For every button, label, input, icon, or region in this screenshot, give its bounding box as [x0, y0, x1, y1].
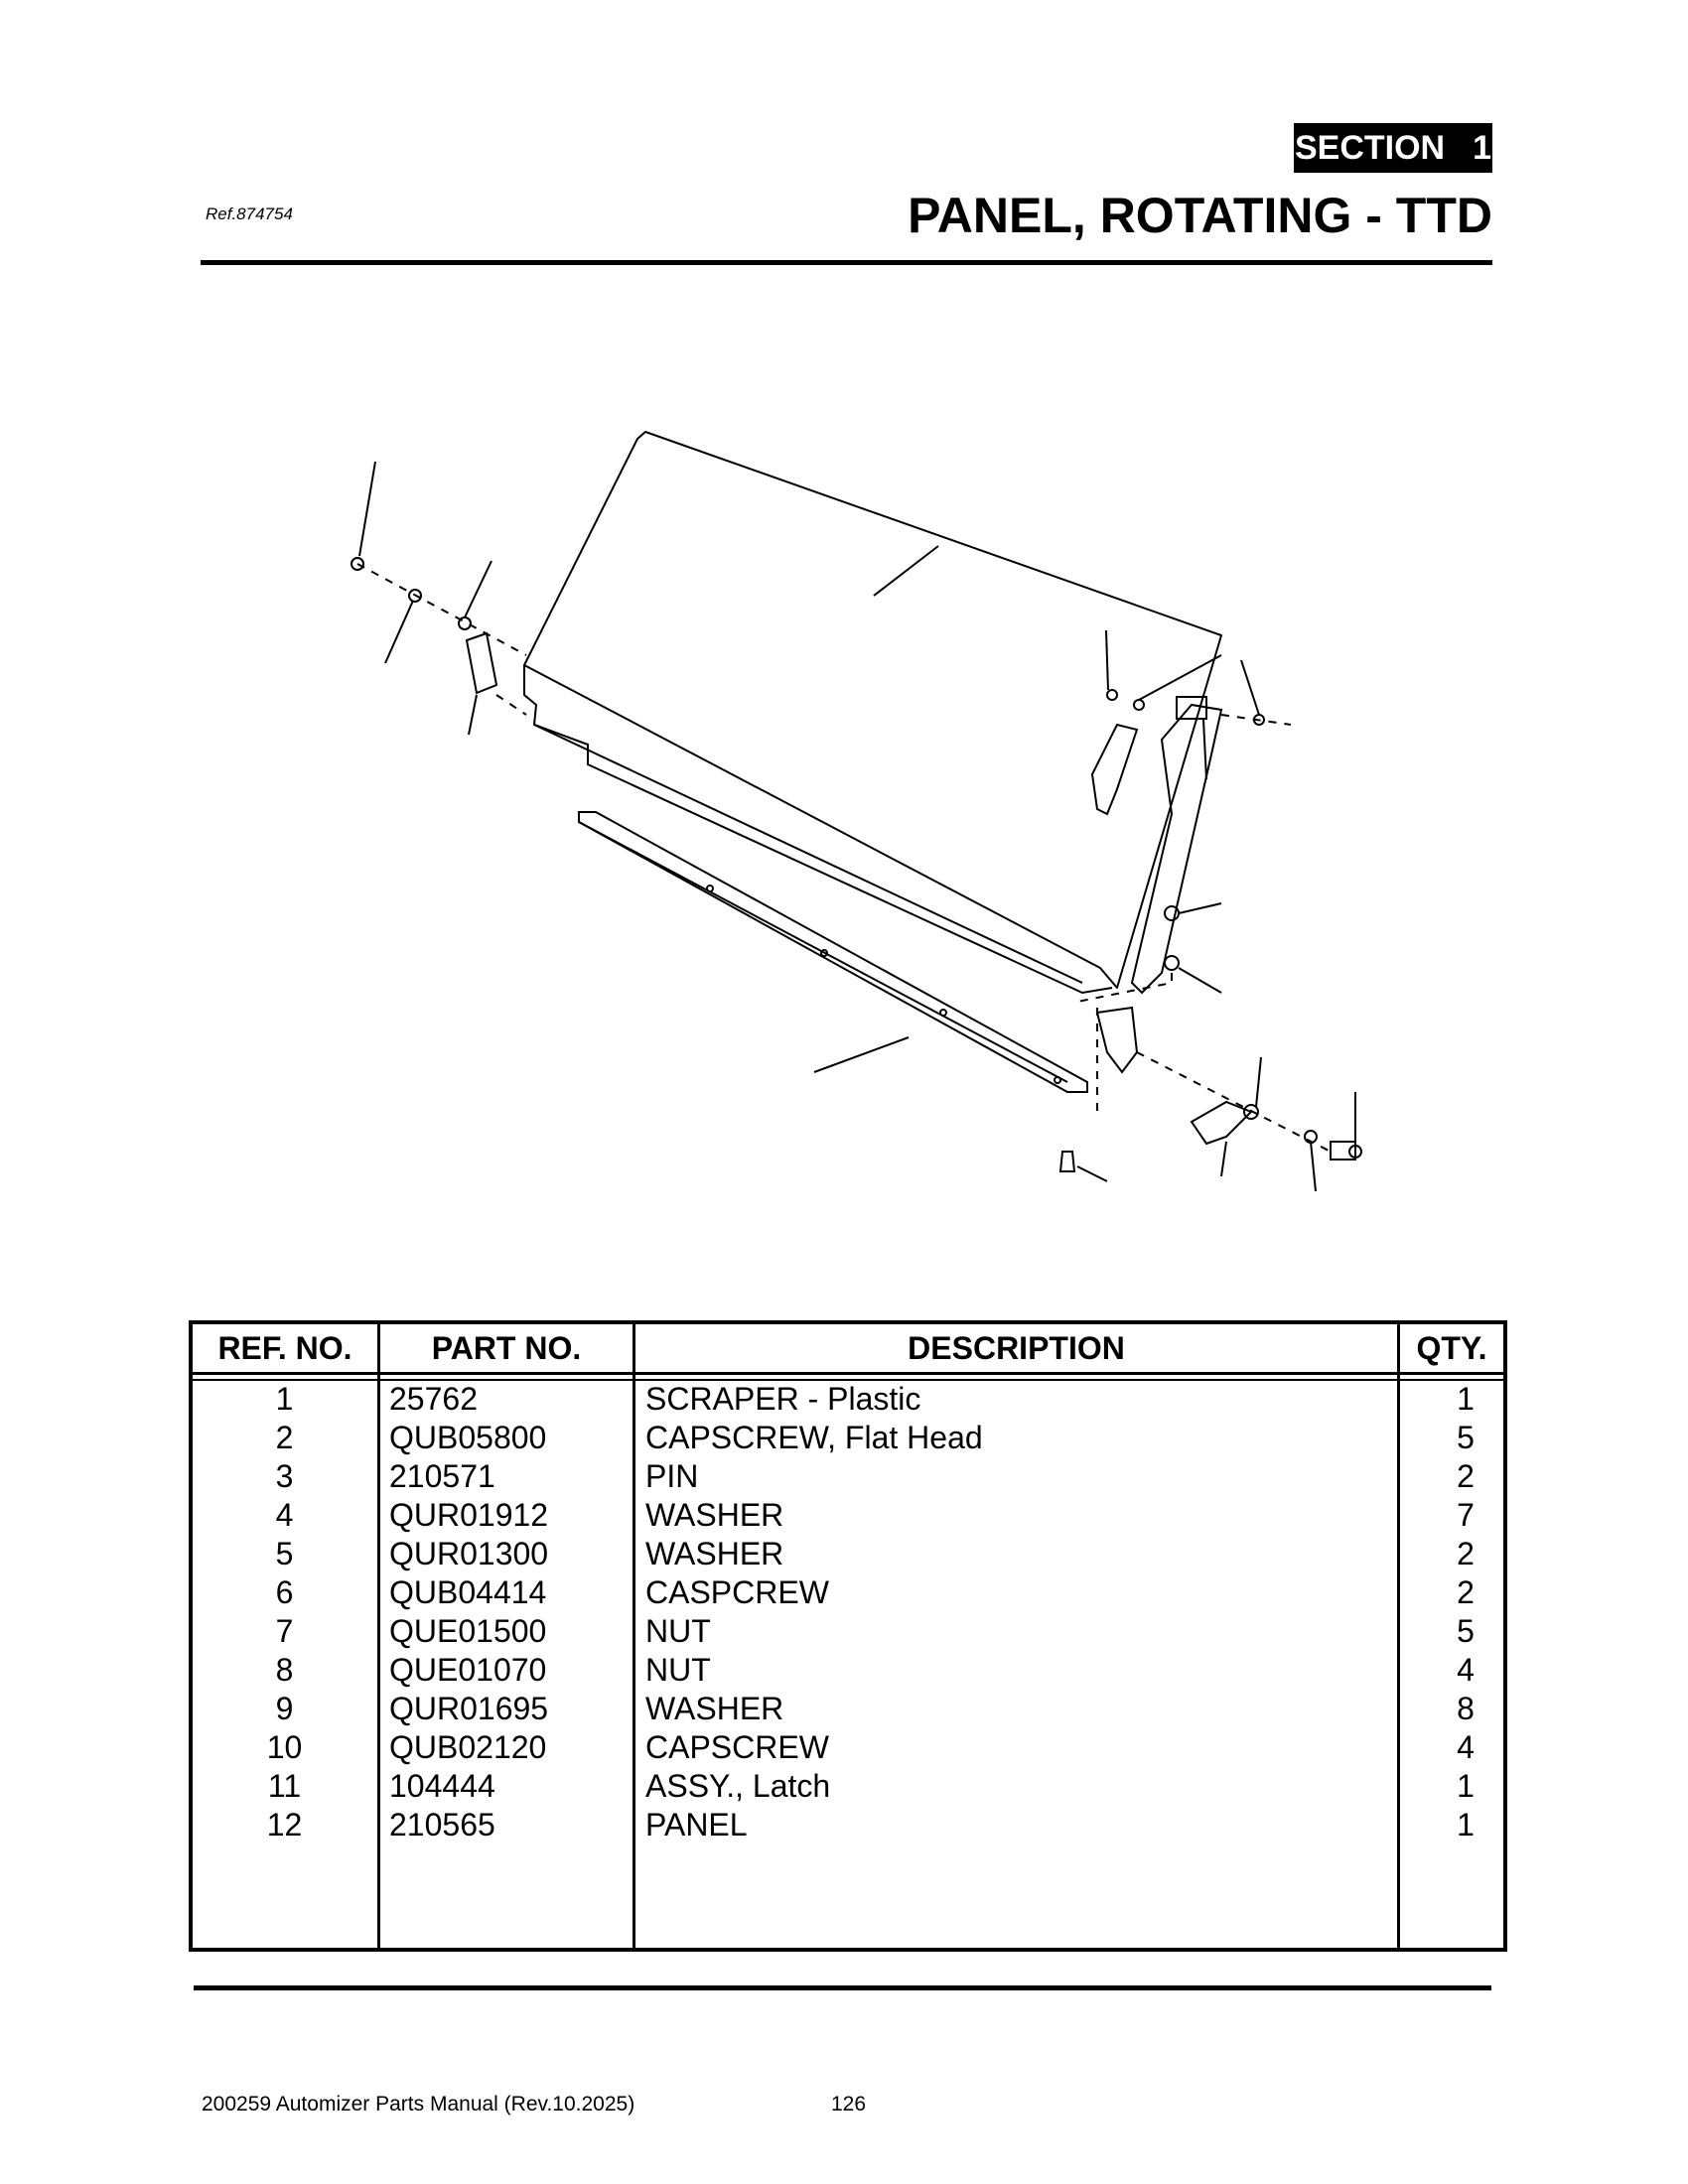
header-ref-no: REF. NO. — [217, 1329, 352, 1366]
cell-part-no: QUE01070 — [389, 1652, 547, 1688]
cell-qty: 2 — [1457, 1574, 1475, 1610]
cell-part-no: QUB04414 — [389, 1574, 547, 1610]
cell-ref-no: 2 — [275, 1420, 294, 1455]
cell-ref-no: 8 — [275, 1652, 294, 1688]
cell-part-no: 25762 — [389, 1381, 478, 1417]
cell-description: WASHER — [645, 1691, 784, 1726]
cell-ref-no: 5 — [275, 1536, 294, 1571]
cell-part-no: QUR01300 — [389, 1536, 549, 1571]
cell-qty: 5 — [1457, 1420, 1475, 1455]
table-row: 1 25762 SCRAPER - Plastic 1 — [193, 1380, 1503, 1419]
capscrew-bottom — [1058, 1151, 1076, 1172]
manual-title: 200259 Automizer Parts Manual (Rev.10.20… — [202, 2093, 635, 2116]
cell-description: WASHER — [645, 1497, 784, 1533]
table-row: 11 104444 ASSY., Latch 1 — [193, 1767, 1503, 1806]
header-rule — [193, 1372, 1503, 1375]
table-row: 5 QUR01300 WASHER 2 — [193, 1535, 1503, 1573]
scraper-bar — [578, 811, 1088, 1093]
latch-arm — [1130, 703, 1223, 995]
table-body: 1 25762 SCRAPER - Plastic 1 2 QUB05800 C… — [193, 1380, 1503, 1844]
latch-handle — [1090, 723, 1139, 816]
table-row: 6 QUB04414 CASPCREW 2 — [193, 1573, 1503, 1612]
section-label: SECTION — [1294, 128, 1446, 167]
cell-part-no: QUE01500 — [389, 1613, 547, 1649]
cell-ref-no: 1 — [275, 1381, 294, 1417]
panel-outline — [523, 431, 1222, 989]
footer-rule — [194, 1985, 1491, 1990]
cell-qty: 4 — [1457, 1729, 1475, 1765]
cell-qty: 1 — [1457, 1768, 1475, 1804]
cell-description: PANEL — [645, 1807, 748, 1843]
cell-qty: 4 — [1457, 1652, 1475, 1688]
cell-ref-no: 4 — [275, 1497, 294, 1533]
cell-ref-no: 9 — [275, 1691, 294, 1726]
column-divider — [633, 1324, 635, 1948]
panel-bottom-lip — [523, 665, 1113, 995]
table-row: 2 QUB05800 CAPSCREW, Flat Head 5 — [193, 1419, 1503, 1457]
cell-ref-no: 7 — [275, 1613, 294, 1649]
cell-ref-no: 12 — [266, 1807, 303, 1843]
cell-description: WASHER — [645, 1536, 784, 1571]
cell-description: SCRAPER - Plastic — [645, 1381, 921, 1417]
capscrew-left — [351, 557, 364, 571]
cell-part-no: QUB02120 — [389, 1729, 547, 1765]
table-row: 4 QUR01912 WASHER 7 — [193, 1496, 1503, 1535]
page-title: PANEL, ROTATING - TTD — [908, 188, 1492, 243]
header-qty: QTY. — [1416, 1329, 1487, 1366]
cell-description: CAPSCREW, Flat Head — [645, 1420, 983, 1455]
pin-left — [465, 631, 498, 695]
table-row: 9 QUR01695 WASHER 8 — [193, 1690, 1503, 1728]
table-row: 7 QUE01500 NUT 5 — [193, 1612, 1503, 1651]
reference-number: Ref.874754 — [206, 205, 293, 223]
cell-description: NUT — [645, 1652, 711, 1688]
section-badge: SECTION 1 — [1294, 123, 1492, 173]
bracket — [1095, 1006, 1139, 1074]
exploded-parts-diagram — [351, 431, 1362, 1191]
table-row: 12 210565 PANEL 1 — [193, 1806, 1503, 1844]
cell-part-no: 210565 — [389, 1807, 495, 1843]
cell-ref-no: 3 — [275, 1458, 294, 1494]
column-divider — [1397, 1324, 1400, 1948]
cell-part-no: QUR01912 — [389, 1497, 549, 1533]
header-part-no: PART NO. — [431, 1329, 582, 1366]
table-row: 8 QUE01070 NUT 4 — [193, 1651, 1503, 1690]
cell-qty: 1 — [1457, 1381, 1475, 1417]
section-number: 1 — [1473, 128, 1492, 167]
cell-qty: 5 — [1457, 1613, 1475, 1649]
cell-qty: 2 — [1457, 1536, 1475, 1571]
cell-part-no: QUB05800 — [389, 1420, 547, 1455]
cell-description: CAPSCREW — [645, 1729, 829, 1765]
cell-description: NUT — [645, 1613, 711, 1649]
cell-qty: 7 — [1457, 1497, 1475, 1533]
header-rule — [201, 260, 1492, 265]
cell-part-no: 104444 — [389, 1768, 495, 1804]
cell-ref-no: 10 — [266, 1729, 303, 1765]
column-divider — [377, 1324, 380, 1948]
cell-part-no: QUR01695 — [389, 1691, 549, 1726]
cell-description: CASPCREW — [645, 1574, 829, 1610]
page-number: 126 — [831, 2093, 867, 2116]
cell-ref-no: 6 — [275, 1574, 294, 1610]
header-description: DESCRIPTION — [908, 1329, 1125, 1366]
table-row: 10 QUB02120 CAPSCREW 4 — [193, 1728, 1503, 1767]
table-row: 3 210571 PIN 2 — [193, 1457, 1503, 1496]
pin-right — [1190, 1100, 1253, 1146]
cell-qty: 2 — [1457, 1458, 1475, 1494]
cell-qty: 1 — [1457, 1807, 1475, 1843]
cell-description: ASSY., Latch — [645, 1768, 831, 1804]
parts-table: REF. NO. PART NO. DESCRIPTION QTY. 1 257… — [189, 1320, 1507, 1952]
header-rule-double — [193, 1379, 1503, 1381]
cell-description: PIN — [645, 1458, 699, 1494]
cell-part-no: 210571 — [389, 1458, 495, 1494]
cell-ref-no: 11 — [267, 1768, 302, 1804]
cell-qty: 8 — [1457, 1691, 1475, 1726]
